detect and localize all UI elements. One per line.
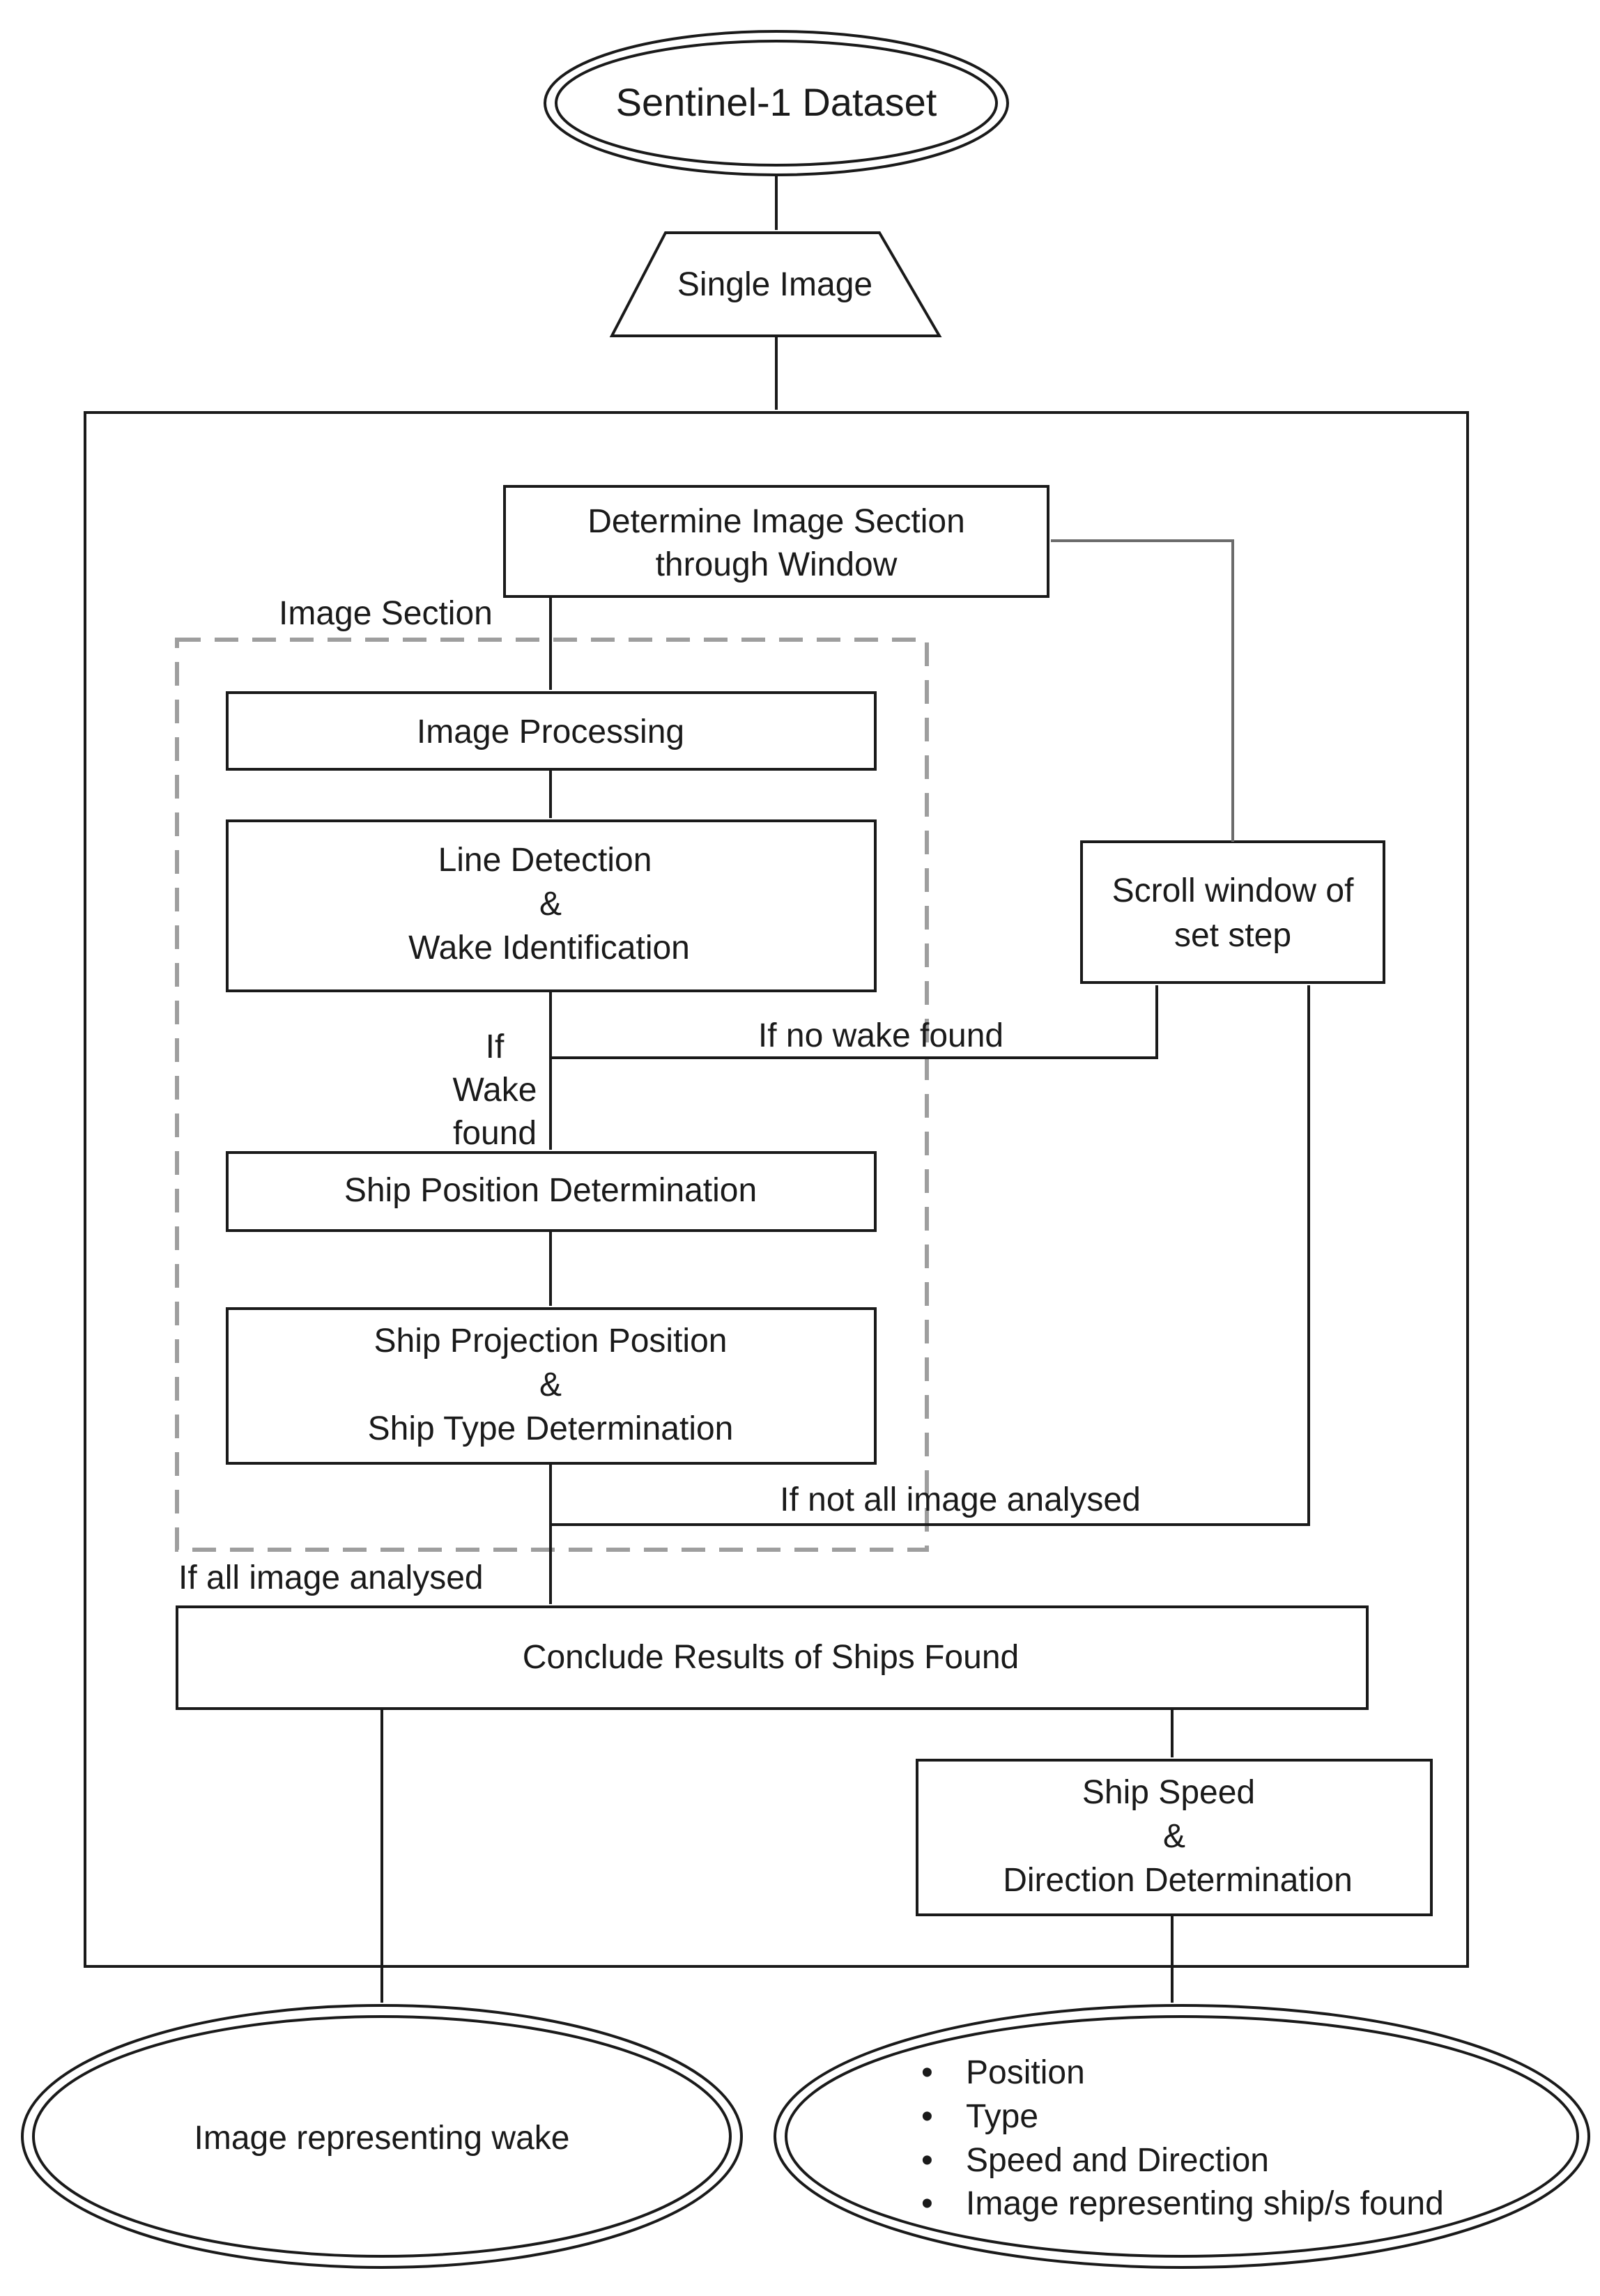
ship-position-node: Ship Position Determination (226, 1151, 877, 1232)
line-detection-line-2: & (539, 886, 562, 923)
edge-label-if-wake-found-3: found (453, 1115, 537, 1152)
bullet-icon: • (921, 2054, 933, 2091)
ship-speed-node: Ship Speed & Direction Determination (916, 1759, 1433, 1916)
ship-projection-line-2: & (539, 1366, 562, 1403)
dataset-node: Sentinel-1 Dataset (544, 30, 1009, 176)
ship-speed-line-3: Direction Determination (1003, 1862, 1353, 1899)
scroll-window-line-2: set step (1174, 917, 1291, 954)
image-processing-node: Image Processing (226, 691, 877, 771)
line-detection-line-3: Wake Identification (408, 930, 690, 966)
bullet-icon: • (921, 2185, 933, 2222)
single-image-node: Single Image (609, 231, 942, 337)
bullet-icon: • (921, 2142, 933, 2179)
edge-label-if-wake-found-2: Wake (453, 1072, 537, 1109)
output-result-type: Type (966, 2098, 1038, 2135)
edge-no-wake-to-scroll (551, 985, 1158, 1059)
conclude-node: Conclude Results of Ships Found (176, 1605, 1369, 1710)
conclude-label: Conclude Results of Ships Found (523, 1639, 1019, 1676)
edge-label-if-no-wake-found: If no wake found (758, 1017, 1003, 1054)
edge-label-if-not-all-analysed: If not all image analysed (780, 1481, 1141, 1518)
ship-projection-line-1: Ship Projection Position (374, 1323, 728, 1359)
image-processing-label: Image Processing (417, 714, 684, 750)
output-result-image: Image representing ship/s found (966, 2185, 1444, 2222)
line-detection-node: Line Detection & Wake Identification (226, 819, 877, 992)
edge-label-if-wake-found-1: If (486, 1028, 505, 1065)
edge-scroll-to-section (1051, 539, 1234, 842)
output-wake-node: Image representing wake (21, 2004, 743, 2269)
scroll-window-node: Scroll window of set step (1080, 840, 1385, 984)
bullet-icon: • (921, 2098, 933, 2135)
line-detection-line-1: Line Detection (438, 842, 652, 879)
edge-not-all-analysed-to-scroll (551, 985, 1310, 1526)
ship-speed-line-1: Ship Speed (1082, 1774, 1255, 1811)
single-image-label: Single Image (677, 266, 872, 303)
ship-projection-node: Ship Projection Position & Ship Type Det… (226, 1307, 877, 1465)
process-container (84, 411, 1469, 1968)
output-results-node: • Position • Type • Speed and Direction … (774, 2004, 1590, 2269)
determine-section-line-1: Determine Image Section (587, 503, 965, 540)
edge-label-if-all-analysed: If all image analysed (178, 1559, 484, 1596)
determine-section-node: Determine Image Section through Window (503, 485, 1049, 598)
ship-projection-line-3: Ship Type Determination (368, 1410, 734, 1447)
output-wake-label: Image representing wake (194, 2120, 570, 2157)
dataset-label: Sentinel-1 Dataset (616, 80, 937, 124)
ship-position-label: Ship Position Determination (344, 1172, 757, 1209)
determine-section-line-2: through Window (656, 546, 898, 583)
output-result-position: Position (966, 2054, 1085, 2091)
image-section-label: Image Section (279, 595, 493, 632)
scroll-window-line-1: Scroll window of (1112, 872, 1354, 909)
ship-speed-line-2: & (1163, 1818, 1185, 1855)
output-result-speed: Speed and Direction (966, 2142, 1269, 2179)
